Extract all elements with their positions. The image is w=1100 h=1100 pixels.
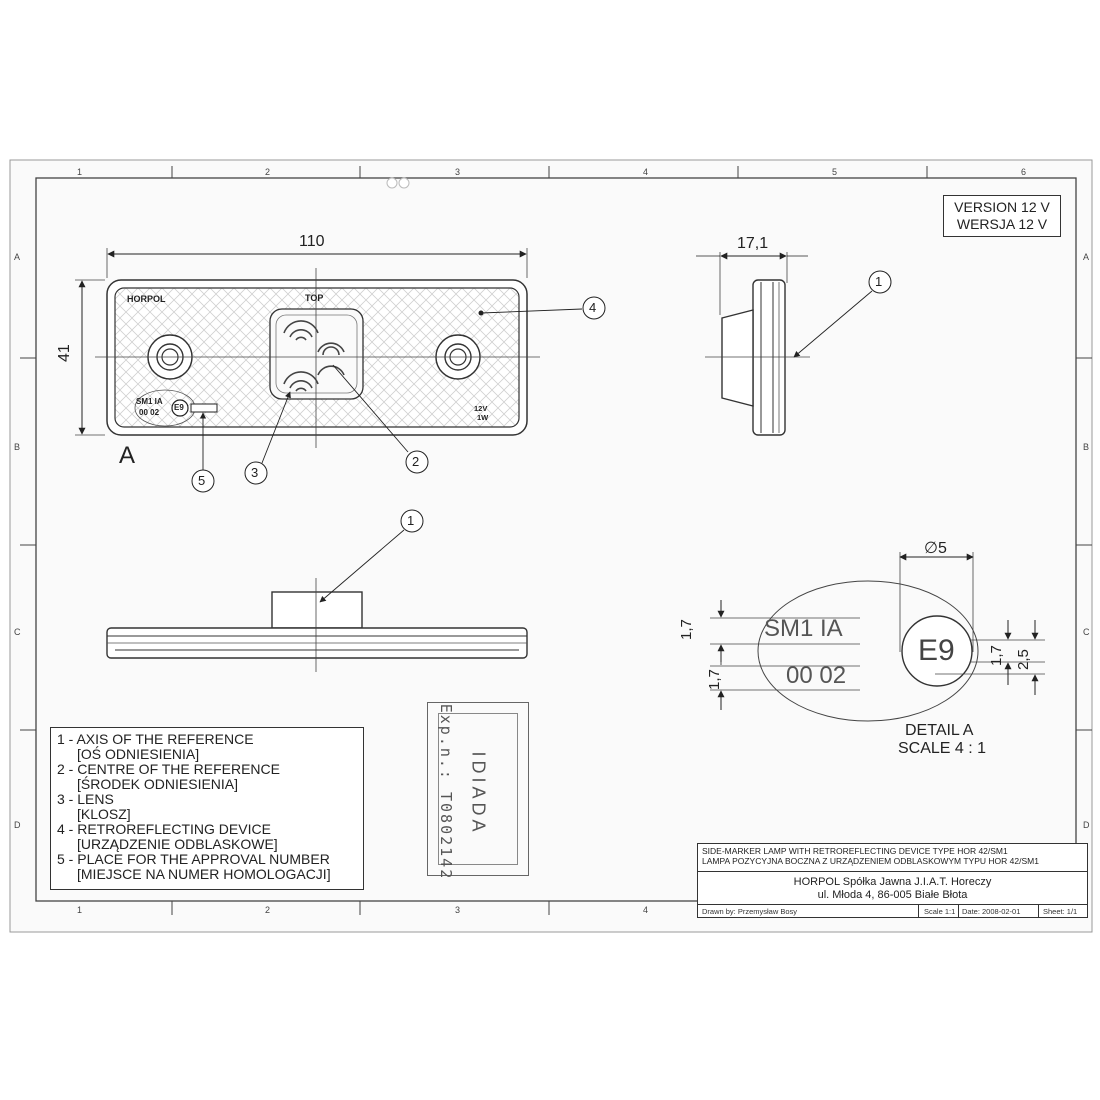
legend-item-2-sub: [ŚRODEK ODNIESIENIA] [77,776,239,792]
legend-item-1: 1 - AXIS OF THE REFERENCE [57,731,254,747]
lens-arcs-icon [283,320,345,392]
detail-a [710,552,1045,722]
title-en: SIDE-MARKER LAMP WITH RETROREFLECTING DE… [702,846,1008,856]
zone-row-D: D [1083,820,1090,830]
side-lens-body [752,279,786,436]
e-mark-icon [171,399,189,417]
zone-row-A: A [1083,252,1089,262]
zone-row-D: D [14,820,21,830]
approval-number-place [190,403,218,413]
drawn-by: Drawn by: Przemysław Bosy [702,907,798,916]
zone-col-bottom-1: 1 [77,905,82,915]
legend-box: 1 - AXIS OF THE REFERENCE [OŚ ODNIESIENI… [50,727,364,890]
title-pl: LAMPA POZYCYJNA BOCZNA Z URZĄDZENIEM ODB… [702,856,1039,866]
detail-outline [757,580,979,722]
legend-item-1-sub: [OŚ ODNIESIENIA] [77,746,200,762]
detail-dim-c: 1,7 [988,645,1005,666]
zone-col-bottom-4: 4 [643,905,648,915]
version-line1: VERSION 12 V [954,199,1050,215]
zone-row-B: B [14,442,20,452]
zone-col-top-5: 5 [832,167,837,177]
legend-item-4: 4 - RETROREFLECTING DEVICE [57,821,271,837]
detail-text-line2: 00 02 [786,662,847,689]
punch-hole [398,177,410,189]
company-address: ul. Młoda 4, 86-005 Białe Błota [817,889,968,901]
detail-title: DETAIL A [905,722,974,739]
bottom-boss [271,591,363,629]
detail-diameter-label: ∅5 [924,540,947,557]
detail-e-mark-icon [901,615,973,687]
detail-a-marker: A [119,442,136,469]
bottom-view [106,529,528,672]
dim-width-label: 110 [299,233,325,250]
detail-scale: SCALE 4 : 1 [898,740,987,757]
top-mark: TOP [305,293,324,303]
legend-item-4-sub: [URZĄDZENIE ODBLASKOWE] [77,836,278,852]
rating-line2: 1W [477,413,489,422]
side-boss [721,309,754,407]
zone-ticks [20,166,1092,915]
dim-height-label: 41 [56,344,73,362]
stamp-exp: Exp.n.: T0802142 [437,703,455,881]
callout-3 [244,461,268,485]
punch-hole [386,177,398,189]
approval-line2: 00 02 [139,408,160,417]
zone-row-C: C [14,627,21,637]
legend-item-3-sub: [KLOSZ] [77,806,131,822]
callout-1-bottom [400,509,424,533]
version-box: VERSION 12 V WERSJA 12 V [943,195,1061,237]
zone-col-top-4: 4 [643,167,648,177]
stamp-name: IDIADA [468,751,489,836]
legend-item-5: 5 - PLACE FOR THE APPROVAL NUMBER [57,851,330,867]
callout-4-number: 4 [589,300,597,315]
detail-dim-b: 1,7 [706,669,723,690]
sheet-field: Sheet: 1/1 [1043,907,1078,916]
callout-4 [582,296,606,320]
company-name: HORPOL Spółka Jawna J.I.A.T. Horeczy [793,876,992,888]
zone-col-top-1: 1 [77,167,82,177]
legend-item-3: 3 - LENS [57,791,114,807]
title-block: SIDE-MARKER LAMP WITH RETROREFLECTING DE… [697,843,1088,918]
lens-window [269,308,364,400]
detail-dim-a: 1,7 [678,619,695,640]
detail-dim-d: 2,5 [1015,649,1032,670]
zone-col-top-3: 3 [455,167,460,177]
legend-item-2: 2 - CENTRE OF THE REFERENCE [57,761,280,777]
callout-5 [191,469,215,493]
callout-5-number: 5 [198,473,206,488]
detail-text-line1: SM1 IA [764,615,843,642]
callout-3-number: 3 [251,465,259,480]
zone-col-top-6: 6 [1021,167,1026,177]
zone-col-top-2: 2 [265,167,270,177]
legend-item-5-sub: [MIEJSCE NA NUMER HOMOLOGACJI] [77,866,331,882]
zone-col-bottom-2: 2 [265,905,270,915]
callout-2-number: 2 [412,454,420,469]
dim-depth-label: 17,1 [737,235,769,252]
zone-col-bottom-3: 3 [455,905,460,915]
front-view [75,248,583,470]
callout-1-side [868,270,892,294]
zone-row-A: A [14,252,20,262]
callout-2 [405,450,429,474]
drawing-frame [35,177,1077,902]
rating-line1: 12V [474,404,488,413]
callout-1-side-number: 1 [875,274,883,289]
brand-label: HORPOL [127,294,166,304]
callout-1-bottom-number: 1 [407,513,415,528]
side-view [696,252,873,436]
zone-row-C: C [1083,627,1090,637]
date-field: Date: 2008-02-01 [962,907,1021,916]
approval-mark: E9 [174,403,184,412]
detail-mark: E9 [918,634,955,667]
approval-stamp: IDIADA Exp.n.: T0802142 [427,702,529,880]
callout-circles [191,270,892,533]
version-line2: WERSJA 12 V [956,216,1048,232]
zone-row-B: B [1083,442,1089,452]
scale-field: Scale 1:1 [924,907,956,916]
approval-line1: SM1 IA [136,397,163,406]
